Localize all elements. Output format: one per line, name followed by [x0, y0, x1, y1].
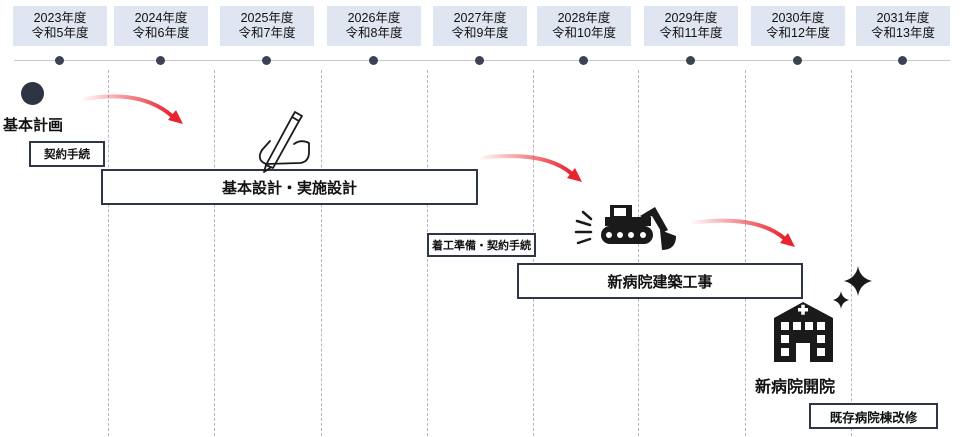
progress-arrow [78, 94, 183, 124]
year-header-2031: 2031年度 令和13年度 [856, 6, 950, 46]
year-marker-dot [369, 56, 378, 65]
year-label: 2025年度 [240, 11, 294, 25]
start-milestone-label: 基本計画 [3, 117, 64, 134]
year-label: 2027年度 [453, 11, 507, 25]
year-marker-dot [55, 56, 64, 65]
year-header-2023: 2023年度 令和5年度 [13, 6, 107, 46]
year-marker-dot [579, 56, 588, 65]
era-label: 令和9年度 [451, 26, 509, 40]
era-label: 令和12年度 [766, 26, 830, 40]
opening-milestone-label: 新病院開院 [755, 379, 836, 396]
design-task-bar: 基本設計・実施設計 [101, 169, 478, 205]
renovation-task-box: 既存病院棟改修 [809, 403, 938, 429]
era-label: 令和5年度 [31, 26, 89, 40]
year-divider [851, 70, 852, 436]
progress-arrow [476, 154, 582, 182]
sparkle-icon [844, 266, 872, 296]
year-divider [745, 70, 746, 436]
era-label: 令和7年度 [238, 26, 296, 40]
era-label: 令和10年度 [552, 26, 616, 40]
year-label: 2024年度 [134, 11, 188, 25]
construction-task-bar: 新病院建築工事 [517, 263, 803, 299]
year-header-2028: 2028年度 令和10年度 [537, 6, 631, 46]
year-marker-dot [686, 56, 695, 65]
start-milestone-dot [21, 82, 44, 105]
pen-writing-icon [258, 111, 310, 173]
sparkle-icon [833, 291, 849, 309]
era-label: 令和13年度 [871, 26, 935, 40]
era-label: 令和8年度 [345, 26, 403, 40]
year-header-2026: 2026年度 令和8年度 [327, 6, 421, 46]
year-label: 2023年度 [33, 11, 87, 25]
year-header-2024: 2024年度 令和6年度 [114, 6, 208, 46]
year-marker-dot [262, 56, 271, 65]
year-label: 2030年度 [771, 11, 825, 25]
year-marker-dot [156, 56, 165, 65]
era-label: 令和11年度 [659, 26, 723, 40]
year-divider [321, 70, 322, 436]
excavator-icon [574, 205, 676, 250]
year-divider [638, 70, 639, 436]
progress-arrow [688, 218, 795, 247]
prep-task-box: 着工準備・契約手続 [427, 233, 536, 257]
year-label: 2029年度 [664, 11, 718, 25]
year-divider [108, 70, 109, 436]
year-marker-dot [793, 56, 802, 65]
year-header-2029: 2029年度 令和11年度 [644, 6, 738, 46]
year-label: 2031年度 [876, 11, 930, 25]
year-marker-dot [475, 56, 484, 65]
hospital-building-icon [774, 302, 833, 362]
year-label: 2026年度 [347, 11, 401, 25]
contract-task-box: 契約手続 [29, 141, 105, 167]
year-header-2027: 2027年度 令和9年度 [433, 6, 527, 46]
year-marker-dot [898, 56, 907, 65]
year-header-2030: 2030年度 令和12年度 [751, 6, 845, 46]
era-label: 令和6年度 [132, 26, 190, 40]
year-header-2025: 2025年度 令和7年度 [220, 6, 314, 46]
year-label: 2028年度 [557, 11, 611, 25]
year-divider [214, 70, 215, 436]
